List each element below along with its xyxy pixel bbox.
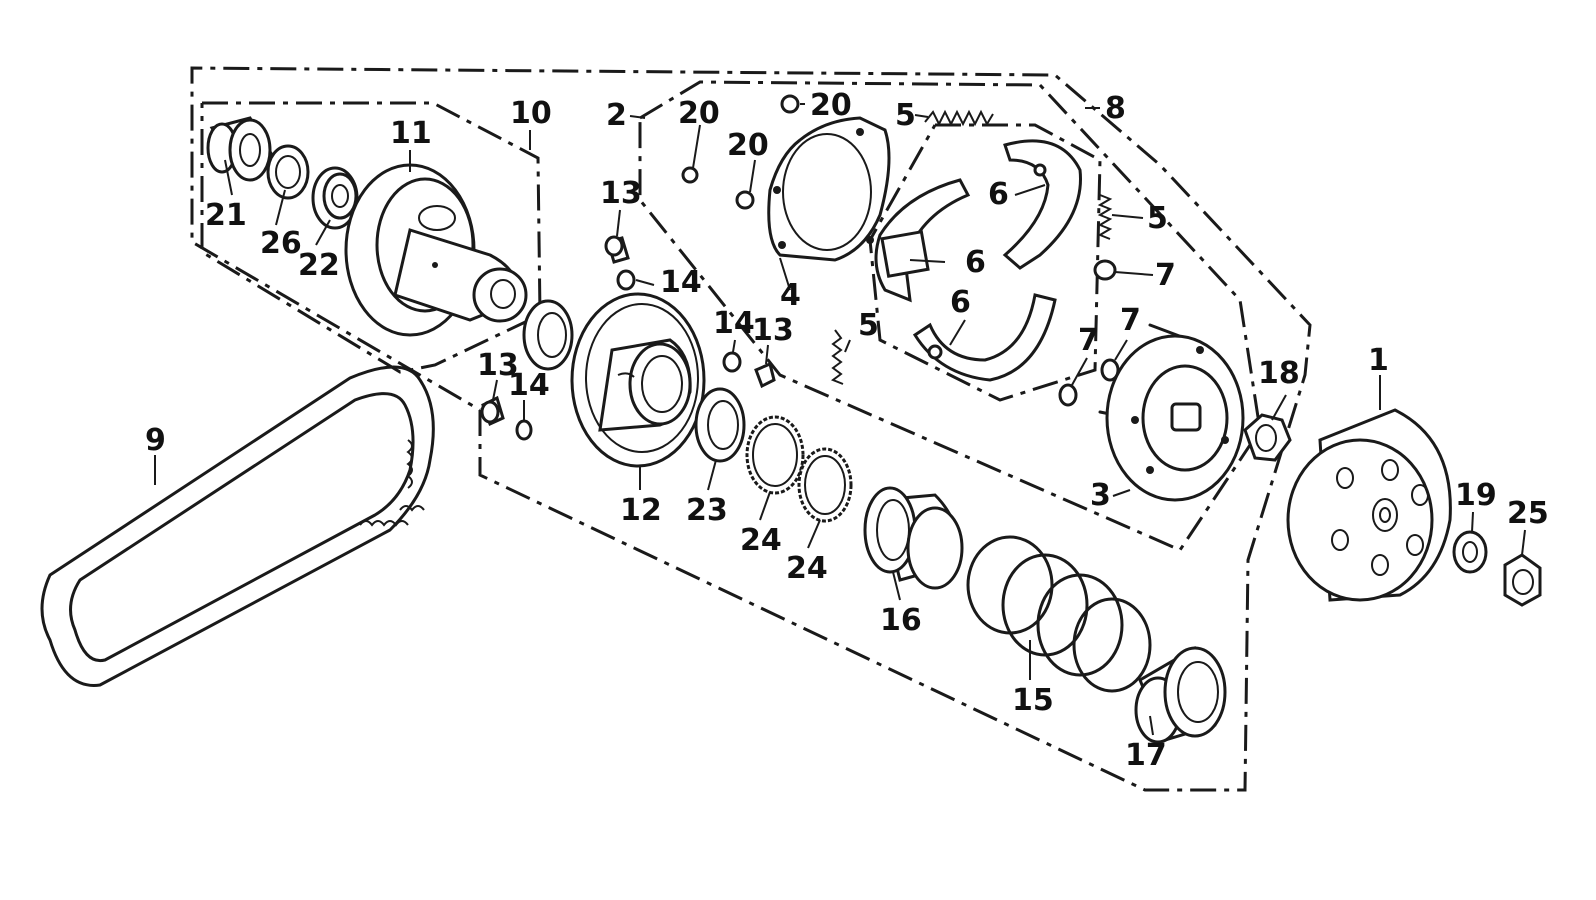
callout-21: 21 xyxy=(205,198,247,233)
clutch-drive-plate-part-3 xyxy=(1098,323,1245,502)
callout-24-a: 24 xyxy=(740,523,782,558)
callout-7-right: 7 xyxy=(1155,258,1176,293)
callout-5-lower: 5 xyxy=(858,308,879,343)
callout-14-center: 14 xyxy=(713,306,755,341)
callout-20-left: 20 xyxy=(678,96,720,131)
oil-seal-part-23 xyxy=(694,387,746,463)
belt-cogs xyxy=(359,439,425,527)
callout-13-upper: 13 xyxy=(600,176,642,211)
roller-part-14-center xyxy=(722,351,742,373)
callout-16: 16 xyxy=(880,603,922,638)
clutch-shoe-part-6-left xyxy=(874,178,971,303)
callout-13-center: 13 xyxy=(752,313,794,348)
shoe-group-boundary xyxy=(868,123,1102,402)
callout-12: 12 xyxy=(620,493,662,528)
driven-pulley-fixed-face-part-11 xyxy=(344,163,528,337)
callout-24-b: 24 xyxy=(786,551,828,586)
callout-18: 18 xyxy=(1258,356,1300,391)
washer-part-7-mid xyxy=(1100,358,1120,382)
drive-belt-part xyxy=(40,365,435,687)
callout-8: 8 xyxy=(1105,91,1126,126)
callout-labels: 1 2 3 4 5 5 5 6 6 6 7 7 7 8 9 10 11 12 1… xyxy=(145,88,1549,773)
clutch-outer-part-1 xyxy=(1286,408,1452,602)
oil-seal-part-26 xyxy=(266,144,310,200)
callout-20-top: 20 xyxy=(810,88,852,123)
outer-assembly-boundary xyxy=(190,66,1312,792)
circlip-part-20-b xyxy=(681,166,699,184)
guide-pin-part-13-left xyxy=(480,395,505,427)
callout-7-mid: 7 xyxy=(1120,303,1141,338)
circlip-part-20-c xyxy=(735,190,755,210)
callout-23: 23 xyxy=(686,493,728,528)
callout-26: 26 xyxy=(260,226,302,261)
leader-lines xyxy=(154,103,1526,736)
circlip-part-20-a xyxy=(780,94,800,114)
o-ring-part-24-b xyxy=(797,447,853,523)
callout-14-upper: 14 xyxy=(660,265,702,300)
callout-14-left: 14 xyxy=(508,368,550,403)
callout-10: 10 xyxy=(510,96,552,131)
guide-pin-part-13-upper xyxy=(604,235,630,264)
callout-5-top: 5 xyxy=(895,98,916,133)
movable-driven-face-part-12 xyxy=(570,292,706,468)
seal-ring-part-10 xyxy=(522,299,574,371)
callout-19: 19 xyxy=(1455,478,1497,513)
callout-20-mid: 20 xyxy=(727,128,769,163)
spring-part-5-lower xyxy=(830,329,844,385)
callout-6-upper: 6 xyxy=(988,177,1009,212)
callout-25: 25 xyxy=(1507,496,1549,531)
spring-part-5-top xyxy=(924,109,994,127)
callout-5-right: 5 xyxy=(1147,201,1168,236)
callout-7-low: 7 xyxy=(1078,323,1099,358)
spring-part-5-right xyxy=(1097,194,1113,240)
bearing-part-22 xyxy=(311,166,359,230)
collar-part-21 xyxy=(206,116,275,182)
clutch-plate-part-4 xyxy=(767,116,891,262)
callout-6-lower: 6 xyxy=(950,285,971,320)
callout-6-middle: 6 xyxy=(965,245,986,280)
compression-spring-part-15 xyxy=(966,535,1152,693)
roller-part-14-upper xyxy=(616,269,636,291)
roller-part-14-left xyxy=(515,419,533,441)
clutch-shoe-part-6-lower xyxy=(912,293,1057,382)
callout-2: 2 xyxy=(606,98,627,133)
callout-9: 9 xyxy=(145,423,166,458)
spacer-part-17 xyxy=(1134,646,1227,744)
callout-1: 1 xyxy=(1368,343,1389,378)
callout-11: 11 xyxy=(390,116,432,151)
spring-collar-part-16 xyxy=(863,486,964,590)
callout-15: 15 xyxy=(1012,683,1054,718)
nut-part-18 xyxy=(1243,413,1292,462)
guide-pin-part-13-center xyxy=(754,361,776,389)
washer-part-19 xyxy=(1452,530,1488,574)
callout-22: 22 xyxy=(298,248,340,283)
callout-4: 4 xyxy=(780,278,801,313)
callout-13-left: 13 xyxy=(477,348,519,383)
o-ring-part-24-a xyxy=(745,415,805,495)
callout-17: 17 xyxy=(1125,738,1167,773)
nut-part-25 xyxy=(1503,553,1542,607)
clutch-shoe-part-6-upper xyxy=(1002,139,1082,270)
washer-part-7-right xyxy=(1093,259,1117,281)
pulley-group-boundary xyxy=(200,101,542,374)
washer-part-7-low xyxy=(1058,383,1078,407)
callout-3: 3 xyxy=(1090,478,1111,513)
